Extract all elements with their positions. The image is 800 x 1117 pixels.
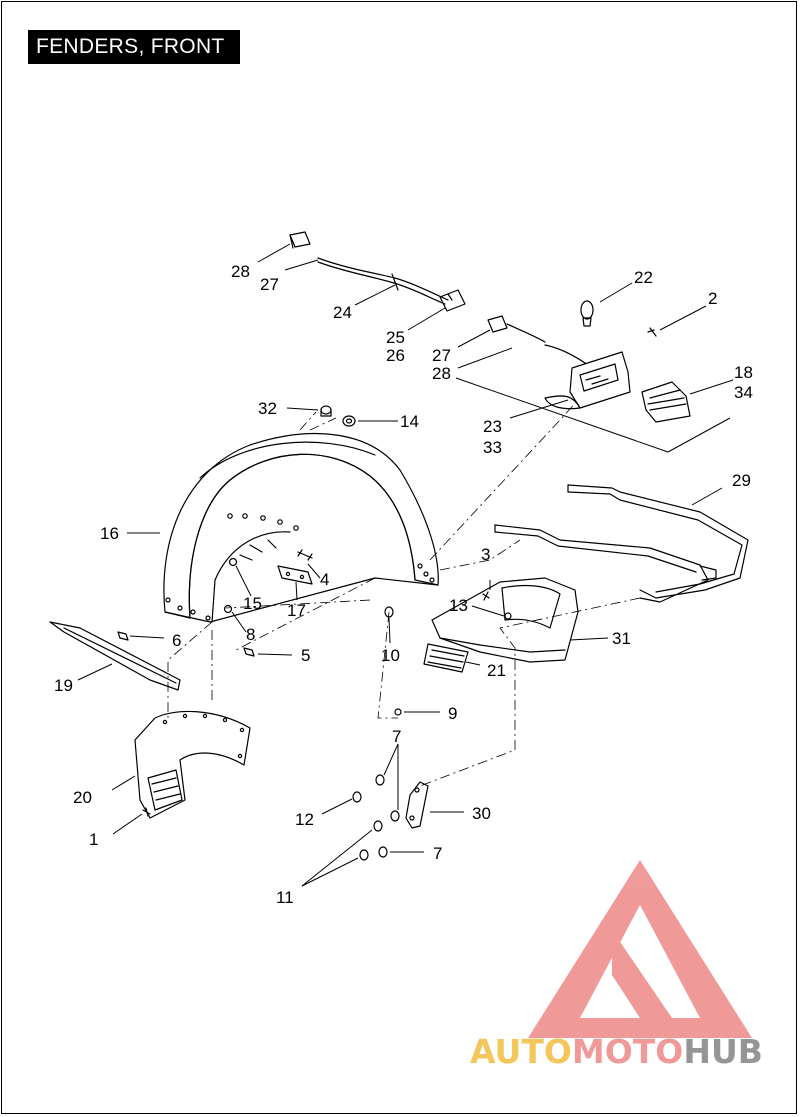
watermark-text-hub: HUB — [683, 1032, 763, 1071]
callout-2: 2 — [708, 289, 717, 308]
callout-7-upper: 7 — [392, 727, 401, 746]
callout-12: 12 — [295, 810, 314, 829]
screw-part-6 — [117, 631, 129, 641]
nut-part-14 — [342, 415, 356, 427]
callout-24: 24 — [333, 303, 352, 322]
callout-5: 5 — [301, 646, 310, 665]
washer-part-7-mid — [390, 810, 400, 822]
callout-34: 34 — [734, 383, 753, 402]
callout-13: 13 — [449, 596, 468, 615]
callout-1: 1 — [89, 830, 98, 849]
callout-3: 3 — [481, 545, 490, 564]
watermark-logo: AUTOMOTOHUB — [470, 860, 763, 1071]
fender-tip-part-31 — [431, 577, 579, 663]
connector-part-27-28-lower — [487, 315, 546, 343]
watermark-inner-mark-icon — [612, 930, 672, 1018]
callout-33: 33 — [483, 438, 502, 457]
washer-part-7-lower — [378, 846, 388, 858]
callout-11: 11 — [276, 888, 294, 907]
spacer-part-32 — [320, 405, 332, 417]
nut-part-12 — [352, 791, 362, 803]
callout-19: 19 — [54, 676, 73, 695]
watermark-text-moto: MOTO — [572, 1032, 683, 1071]
callout-14: 14 — [400, 412, 419, 431]
callout-9: 9 — [448, 704, 457, 723]
callout-21: 21 — [487, 661, 506, 680]
callout-28-top: 28 — [231, 262, 250, 281]
nut-part-11-upper — [373, 820, 383, 832]
callout-labels: 28 27 24 25 26 27 28 23 33 22 2 18 34 32… — [54, 262, 753, 907]
watermark-text-auto: AUTO — [470, 1032, 572, 1071]
nut-part-8 — [223, 604, 233, 614]
bulb-part-22 — [580, 300, 594, 327]
callout-29: 29 — [732, 471, 751, 490]
light-housing-part-23 — [544, 344, 631, 410]
screw-part-1 — [142, 807, 151, 817]
callout-10: 10 — [381, 646, 400, 665]
connector-part-25-26 — [439, 289, 466, 312]
reflector-part-21 — [423, 643, 469, 673]
bumper-rail-part-29 — [494, 484, 749, 603]
callout-31: 31 — [612, 629, 631, 648]
bracket-part-17 — [277, 565, 313, 585]
callout-32: 32 — [258, 399, 277, 418]
nut-part-11-lower — [359, 849, 369, 861]
screw-part-3 — [482, 591, 490, 601]
leader-lines — [77, 243, 734, 887]
callout-4: 4 — [320, 570, 329, 589]
callout-26: 26 — [386, 346, 405, 365]
callout-23: 23 — [483, 417, 502, 436]
callout-27-top: 27 — [260, 275, 279, 294]
assembly-centerlines — [167, 399, 641, 787]
page-title: FENDERS, FRONT — [28, 30, 240, 64]
callout-17: 17 — [287, 601, 306, 620]
callout-30: 30 — [472, 804, 491, 823]
nut-part-15 — [228, 557, 238, 567]
strut-bracket-part-30 — [405, 781, 429, 829]
callout-20: 20 — [73, 788, 92, 807]
wire-harness-part-24 — [317, 257, 449, 305]
screw-part-2 — [647, 327, 657, 337]
trim-strip-part-19 — [49, 621, 181, 691]
callout-16: 16 — [100, 524, 119, 543]
connector-part-28-top — [289, 231, 311, 249]
screw-part-5 — [243, 647, 255, 657]
callout-15: 15 — [243, 594, 262, 613]
callout-18: 18 — [734, 363, 753, 382]
callout-28-lower: 28 — [432, 364, 451, 383]
washer-part-7-upper — [375, 774, 385, 786]
front-fender-part-16 — [163, 432, 439, 623]
callout-25: 25 — [386, 328, 405, 347]
callout-8: 8 — [246, 625, 255, 644]
callout-27-lower: 27 — [432, 346, 451, 365]
screw-part-13 — [504, 612, 512, 620]
callout-6: 6 — [172, 631, 181, 650]
lens-part-18 — [641, 381, 691, 423]
washer-part-9 — [394, 708, 402, 716]
watermark-text: AUTOMOTOHUB — [470, 1032, 763, 1071]
bolt-part-4 — [297, 549, 313, 561]
callout-7-lower: 7 — [433, 844, 442, 863]
watermark-triangle-icon — [528, 860, 752, 1038]
callout-22: 22 — [634, 268, 653, 287]
mudflap-part-20 — [134, 710, 251, 819]
